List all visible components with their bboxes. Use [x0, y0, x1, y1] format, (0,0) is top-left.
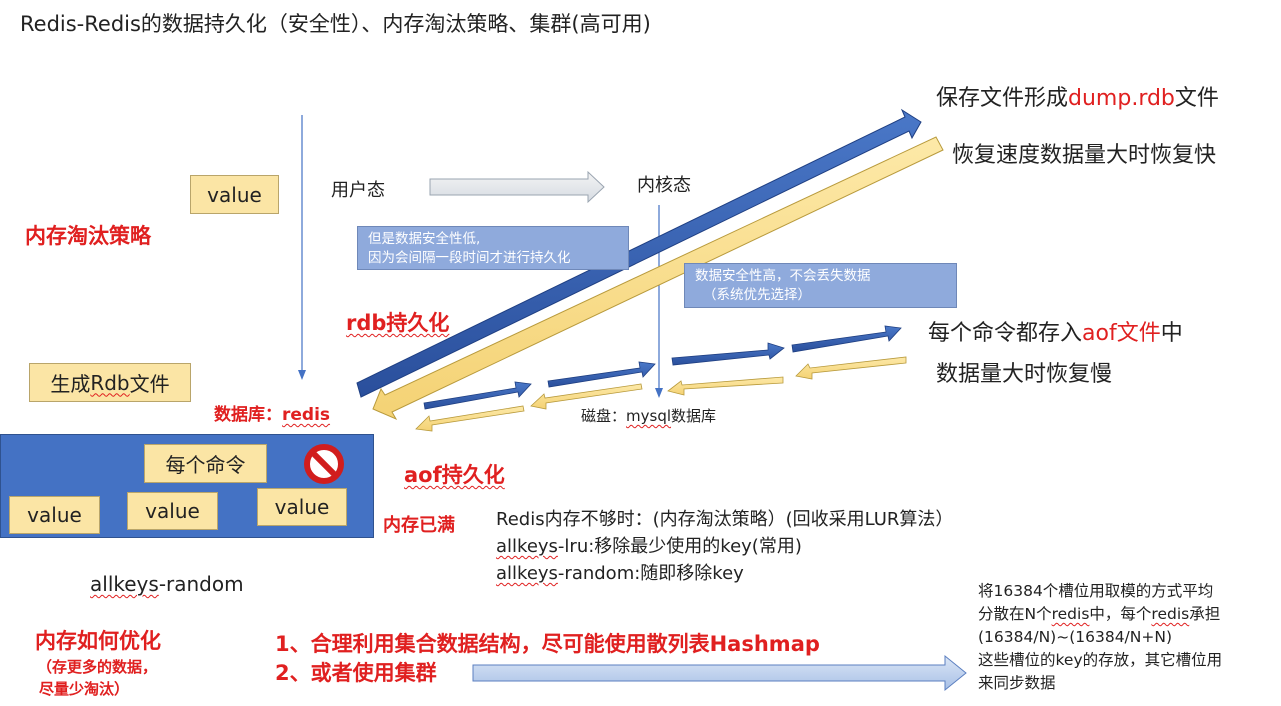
database-redis: redis: [282, 405, 331, 425]
dump-rdb-file: dump.rdb: [1068, 86, 1175, 111]
aof-write-arrows: [423, 325, 902, 410]
database-prefix: 数据库：: [214, 405, 282, 425]
evict-policy-label: 内存淘汰策略: [25, 224, 151, 248]
value-box-3: value: [257, 488, 347, 526]
eviction-line3-rest: -random:随即移除key: [557, 563, 744, 584]
how-optimize-label: 内存如何优化: [35, 629, 161, 653]
cluster-line4: 这些槽位的key的存放，其它槽位用: [978, 651, 1223, 669]
optimize-item2: 2、或者使用集群: [275, 661, 437, 685]
cluster-line3: (16384/N)~(16384/N+N): [978, 628, 1173, 646]
eviction-text: Redis内存不够时：(内存淘汰策略）(回收采用LUR算法） allkeys-l…: [496, 506, 953, 587]
rdb-fast-text: 恢复速度数据量大时恢复快: [952, 143, 1217, 168]
value-box-2: value: [127, 492, 218, 530]
cluster-line5: 来同步数据: [978, 674, 1056, 692]
aof-slow-text: 数据量大时恢复慢: [936, 362, 1113, 387]
cluster-line2-b: redis: [1051, 605, 1090, 623]
cluster-text: 将16384个槽位用取模的方式平均 分散在N个redis中，每个redis承担 …: [978, 580, 1222, 695]
rdb-note-line2: 因为会间隔一段时间才进行持久化: [368, 250, 571, 266]
aof-note-line1: 数据安全性高，不会丢失数据: [695, 268, 871, 284]
cluster-arrow: [472, 654, 967, 692]
memory-full-label: 内存已满: [383, 515, 455, 536]
eviction-line2: allkeys-lru:移除最少使用的key(常用): [496, 533, 953, 560]
aof-store-text: 每个命令都存入aof文件中: [928, 315, 1183, 347]
save-suffix: 文件: [1174, 86, 1219, 111]
eviction-line3: allkeys-random:随即移除key: [496, 560, 953, 587]
rdb-persist-text: rdb持久化: [346, 311, 450, 335]
user-state-label: 用户态: [331, 180, 385, 201]
aof-suffix: 中: [1160, 321, 1183, 346]
aof-file: aof文件: [1082, 321, 1161, 346]
aof-restore-arrows: [415, 356, 907, 432]
disk-mysql: mysql: [626, 407, 672, 425]
aof-persist-label: aof持久化: [404, 459, 505, 489]
cluster-line2-a: 分散在N个: [978, 605, 1052, 623]
line-to-disk: [655, 205, 663, 398]
cluster-line1: 将16384个槽位用取模的方式平均: [978, 582, 1214, 600]
value-box-1: value: [9, 496, 100, 534]
gen-rdb-word: Rdb: [90, 370, 130, 395]
allkeys-random-word: allkeys: [90, 572, 159, 596]
no-entry-icon: [303, 443, 345, 485]
save-dump-text: 保存文件形成dump.rdb文件: [936, 80, 1219, 112]
save-prefix: 保存文件形成: [936, 86, 1069, 111]
optimize-items: 1、合理利用集合数据结构，尽可能使用散列表Hashmap 2、或者使用集群: [275, 630, 820, 688]
allkeys-random-label: allkeys-random: [90, 572, 244, 596]
cluster-line2-c: 中，每个: [1089, 605, 1152, 623]
optimize-sub1: （存更多的数据，: [37, 658, 158, 676]
optimize-sub2: 尽量少淘汰）: [39, 680, 130, 698]
disk-label: 磁盘：mysql数据库: [581, 405, 716, 426]
aof-note-line2: （系统优先选择）: [703, 287, 811, 303]
optimize-sub: （存更多的数据， 尽量少淘汰）: [37, 656, 157, 700]
rdb-save-arrow: [356, 108, 922, 398]
database-label: 数据库：redis: [214, 400, 330, 425]
page-title: Redis-Redis的数据持久化（安全性）、内存淘汰策略、集群(高可用): [20, 12, 651, 36]
aof-prefix: 每个命令都存入: [928, 321, 1083, 346]
rdb-note: 但是数据安全性低, 因为会间隔一段时间才进行持久化: [357, 226, 629, 270]
allkeys-random-rest: -random: [158, 572, 244, 596]
line-to-database: [298, 115, 306, 380]
disk-suffix: 数据库: [671, 407, 717, 425]
eviction-line1: Redis内存不够时：(内存淘汰策略）(回收采用LUR算法）: [496, 509, 954, 530]
gen-rdb-prefix: 生成: [50, 372, 91, 396]
kernel-state-label: 内核态: [637, 175, 691, 196]
eviction-line3-word: allkeys: [496, 563, 558, 584]
eviction-line2-word: allkeys: [496, 536, 558, 557]
rdb-persist-label: rdb持久化: [346, 307, 449, 337]
optimize-item1: 1、合理利用集合数据结构，尽可能使用散列表Hashmap: [275, 632, 820, 656]
gen-rdb-suffix: 文件: [129, 372, 170, 396]
rdb-note-line1: 但是数据安全性低,: [368, 231, 481, 247]
cluster-line2: 分散在N个redis中，每个redis承担: [978, 603, 1222, 626]
rdb-restore-arrow: [372, 136, 944, 421]
value-box-top: value: [190, 175, 279, 214]
disk-prefix: 磁盘：: [581, 407, 627, 425]
cluster-line2-d: redis: [1151, 605, 1190, 623]
aof-persist-text: aof持久化: [404, 463, 505, 487]
user-to-kernel-arrow: [429, 170, 605, 204]
cluster-line2-e: 承担: [1189, 605, 1221, 623]
eviction-line2-rest: -lru:移除最少使用的key(常用): [557, 536, 802, 557]
aof-note: 数据安全性高，不会丢失数据 （系统优先选择）: [684, 263, 957, 308]
every-cmd-box: 每个命令: [144, 444, 267, 483]
